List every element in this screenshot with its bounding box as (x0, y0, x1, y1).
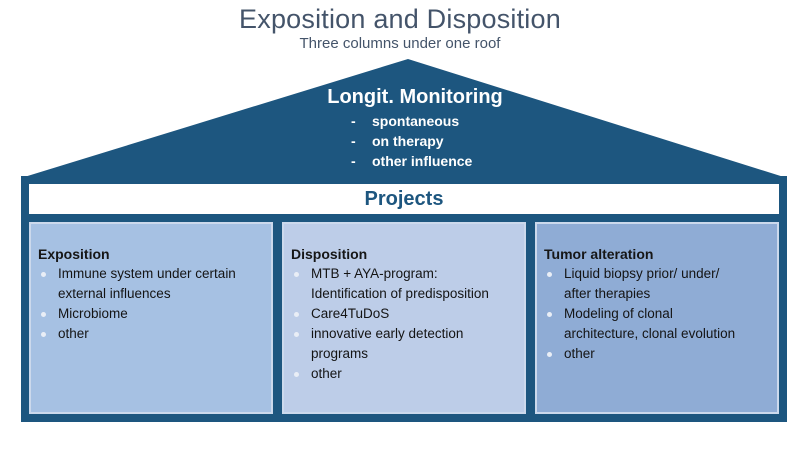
bullet-icon (547, 312, 552, 317)
column-header: Disposition (291, 246, 368, 262)
roof-item: - on therapy (351, 131, 472, 151)
bullet-text: Modeling of clonal architecture, clonal … (564, 306, 736, 341)
list-item: other (541, 344, 773, 364)
roof-item-label: other influence (372, 153, 473, 169)
column-header: Tumor alteration (544, 246, 654, 262)
columns-row: Exposition Immune system under certain e… (29, 222, 779, 414)
column-tumor-alteration: Tumor alteration Liquid biopsy prior/ un… (535, 222, 779, 414)
projects-banner: Projects (29, 184, 779, 214)
list-item: Liquid biopsy prior/ under/ after therap… (541, 264, 773, 304)
banner-label: Projects (364, 187, 444, 210)
roof-item-label: spontaneous (372, 113, 460, 129)
bullet-icon (294, 372, 299, 377)
list-item: Microbiome (35, 304, 267, 324)
page-title: Exposition and Disposition (239, 4, 561, 34)
roof-item-label: on therapy (372, 133, 444, 149)
roof-item: - other influence (351, 151, 472, 171)
dash-icon: - (351, 113, 356, 129)
list-item: Modeling of clonal architecture, clonal … (541, 304, 773, 344)
dash-icon: - (351, 133, 356, 149)
column-disposition: Disposition MTB + AYA-program: Identific… (282, 222, 526, 414)
bullet-icon (41, 332, 46, 337)
dash-icon: - (351, 153, 356, 169)
bullet-icon (41, 272, 46, 277)
bullet-icon (41, 312, 46, 317)
list-item: other (35, 324, 267, 344)
bullet-icon (294, 312, 299, 317)
roof-item: - spontaneous (351, 111, 472, 131)
bullet-text: Immune system under certain external inf… (58, 266, 236, 301)
bullet-icon (294, 332, 299, 337)
column-header: Exposition (38, 246, 110, 262)
bullet-text: innovative early detection programs (311, 326, 464, 361)
bullet-icon (547, 272, 552, 277)
page-subtitle: Three columns under one roof (299, 35, 501, 52)
list-item: Immune system under certain external inf… (35, 264, 267, 304)
column-exposition: Exposition Immune system under certain e… (29, 222, 273, 414)
bullet-text: other (311, 366, 342, 381)
bullet-icon (294, 272, 299, 277)
list-item: other (288, 364, 520, 384)
bullet-text: Care4TuDoS (311, 306, 390, 321)
bullet-text: MTB + AYA-program: Identification of pre… (311, 266, 489, 301)
bullet-text: other (564, 346, 595, 361)
list-item: Care4TuDoS (288, 304, 520, 324)
roof-list: - spontaneous - on therapy - other influ… (351, 111, 472, 171)
bullet-text: Microbiome (58, 306, 128, 321)
roof-heading: Longit. Monitoring (327, 86, 503, 108)
bullet-icon (547, 352, 552, 357)
bullet-text: Liquid biopsy prior/ under/ after therap… (564, 266, 720, 301)
list-item: MTB + AYA-program: Identification of pre… (288, 264, 520, 304)
bullet-text: other (58, 326, 89, 341)
list-item: innovative early detection programs (288, 324, 520, 364)
